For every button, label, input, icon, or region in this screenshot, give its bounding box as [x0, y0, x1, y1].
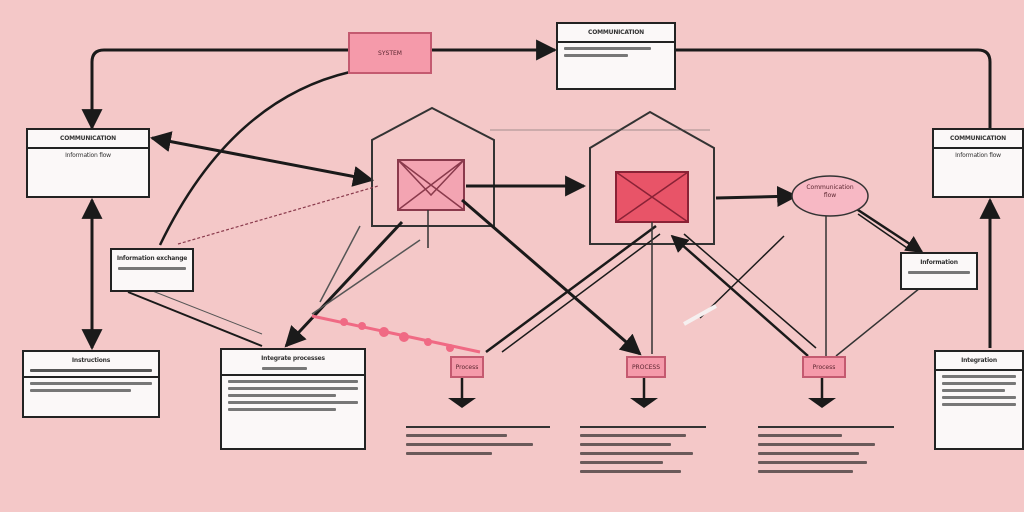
process-node-1: Process	[450, 356, 484, 378]
bottom-text-block-1	[406, 426, 550, 455]
top-right-box: COMMUNICATION	[556, 22, 676, 90]
right-bottom-box: Integration	[934, 350, 1024, 450]
beaded-connector	[311, 314, 481, 354]
right-top-box: COMMUNICATION Information flow	[932, 128, 1024, 198]
dashed-connector	[177, 185, 379, 245]
ellipse-sub: flow	[823, 192, 837, 199]
left-bottom-title: Instructions	[71, 357, 111, 364]
left-top-box: COMMUNICATION Information flow	[26, 128, 150, 198]
top-loop-connector	[81, 48, 348, 131]
bottom-text-block-2	[580, 426, 706, 473]
left-top-title: COMMUNICATION	[60, 135, 116, 142]
process-node-2: PROCESS	[626, 356, 666, 378]
process-node-3: Process	[802, 356, 846, 378]
arrow-left-to-envelope	[149, 131, 375, 187]
right-top-sub: Information flow	[955, 152, 1001, 159]
envelope-house-1	[371, 106, 495, 227]
top-pink-label: SYSTEM	[378, 50, 402, 57]
left-small-title: Information exchange	[116, 255, 188, 262]
arrow-envelope-to-process	[461, 198, 642, 356]
right-bottom-title: Integration	[961, 357, 997, 364]
top-right-loop	[676, 48, 992, 128]
bottom-text-block-3	[758, 426, 894, 473]
down-arrow-2	[630, 398, 658, 408]
communication-ellipse	[791, 175, 869, 217]
arrow-to-ellipse	[715, 185, 799, 207]
left-top-sub: Information flow	[65, 152, 111, 159]
down-arrow-3	[808, 398, 836, 408]
ellipse-label: Communication flow	[796, 184, 864, 200]
right-small-box: Information	[900, 252, 978, 290]
center-box-title: Integrate processes	[261, 355, 325, 362]
curve-connector	[158, 70, 351, 246]
down-arrow-1	[448, 398, 476, 408]
left-bottom-box: Instructions	[22, 350, 160, 418]
right-top-title: COMMUNICATION	[950, 135, 1006, 142]
ellipse-title: Communication	[806, 184, 854, 191]
left-small-box: Information exchange	[110, 248, 194, 292]
envelope-pink-flap	[397, 159, 465, 211]
top-right-title: COMMUNICATION	[588, 29, 644, 36]
right-small-title: Information	[920, 259, 958, 266]
top-pink-node: SYSTEM	[348, 32, 432, 74]
center-bottom-box: Integrate processes	[220, 348, 366, 450]
